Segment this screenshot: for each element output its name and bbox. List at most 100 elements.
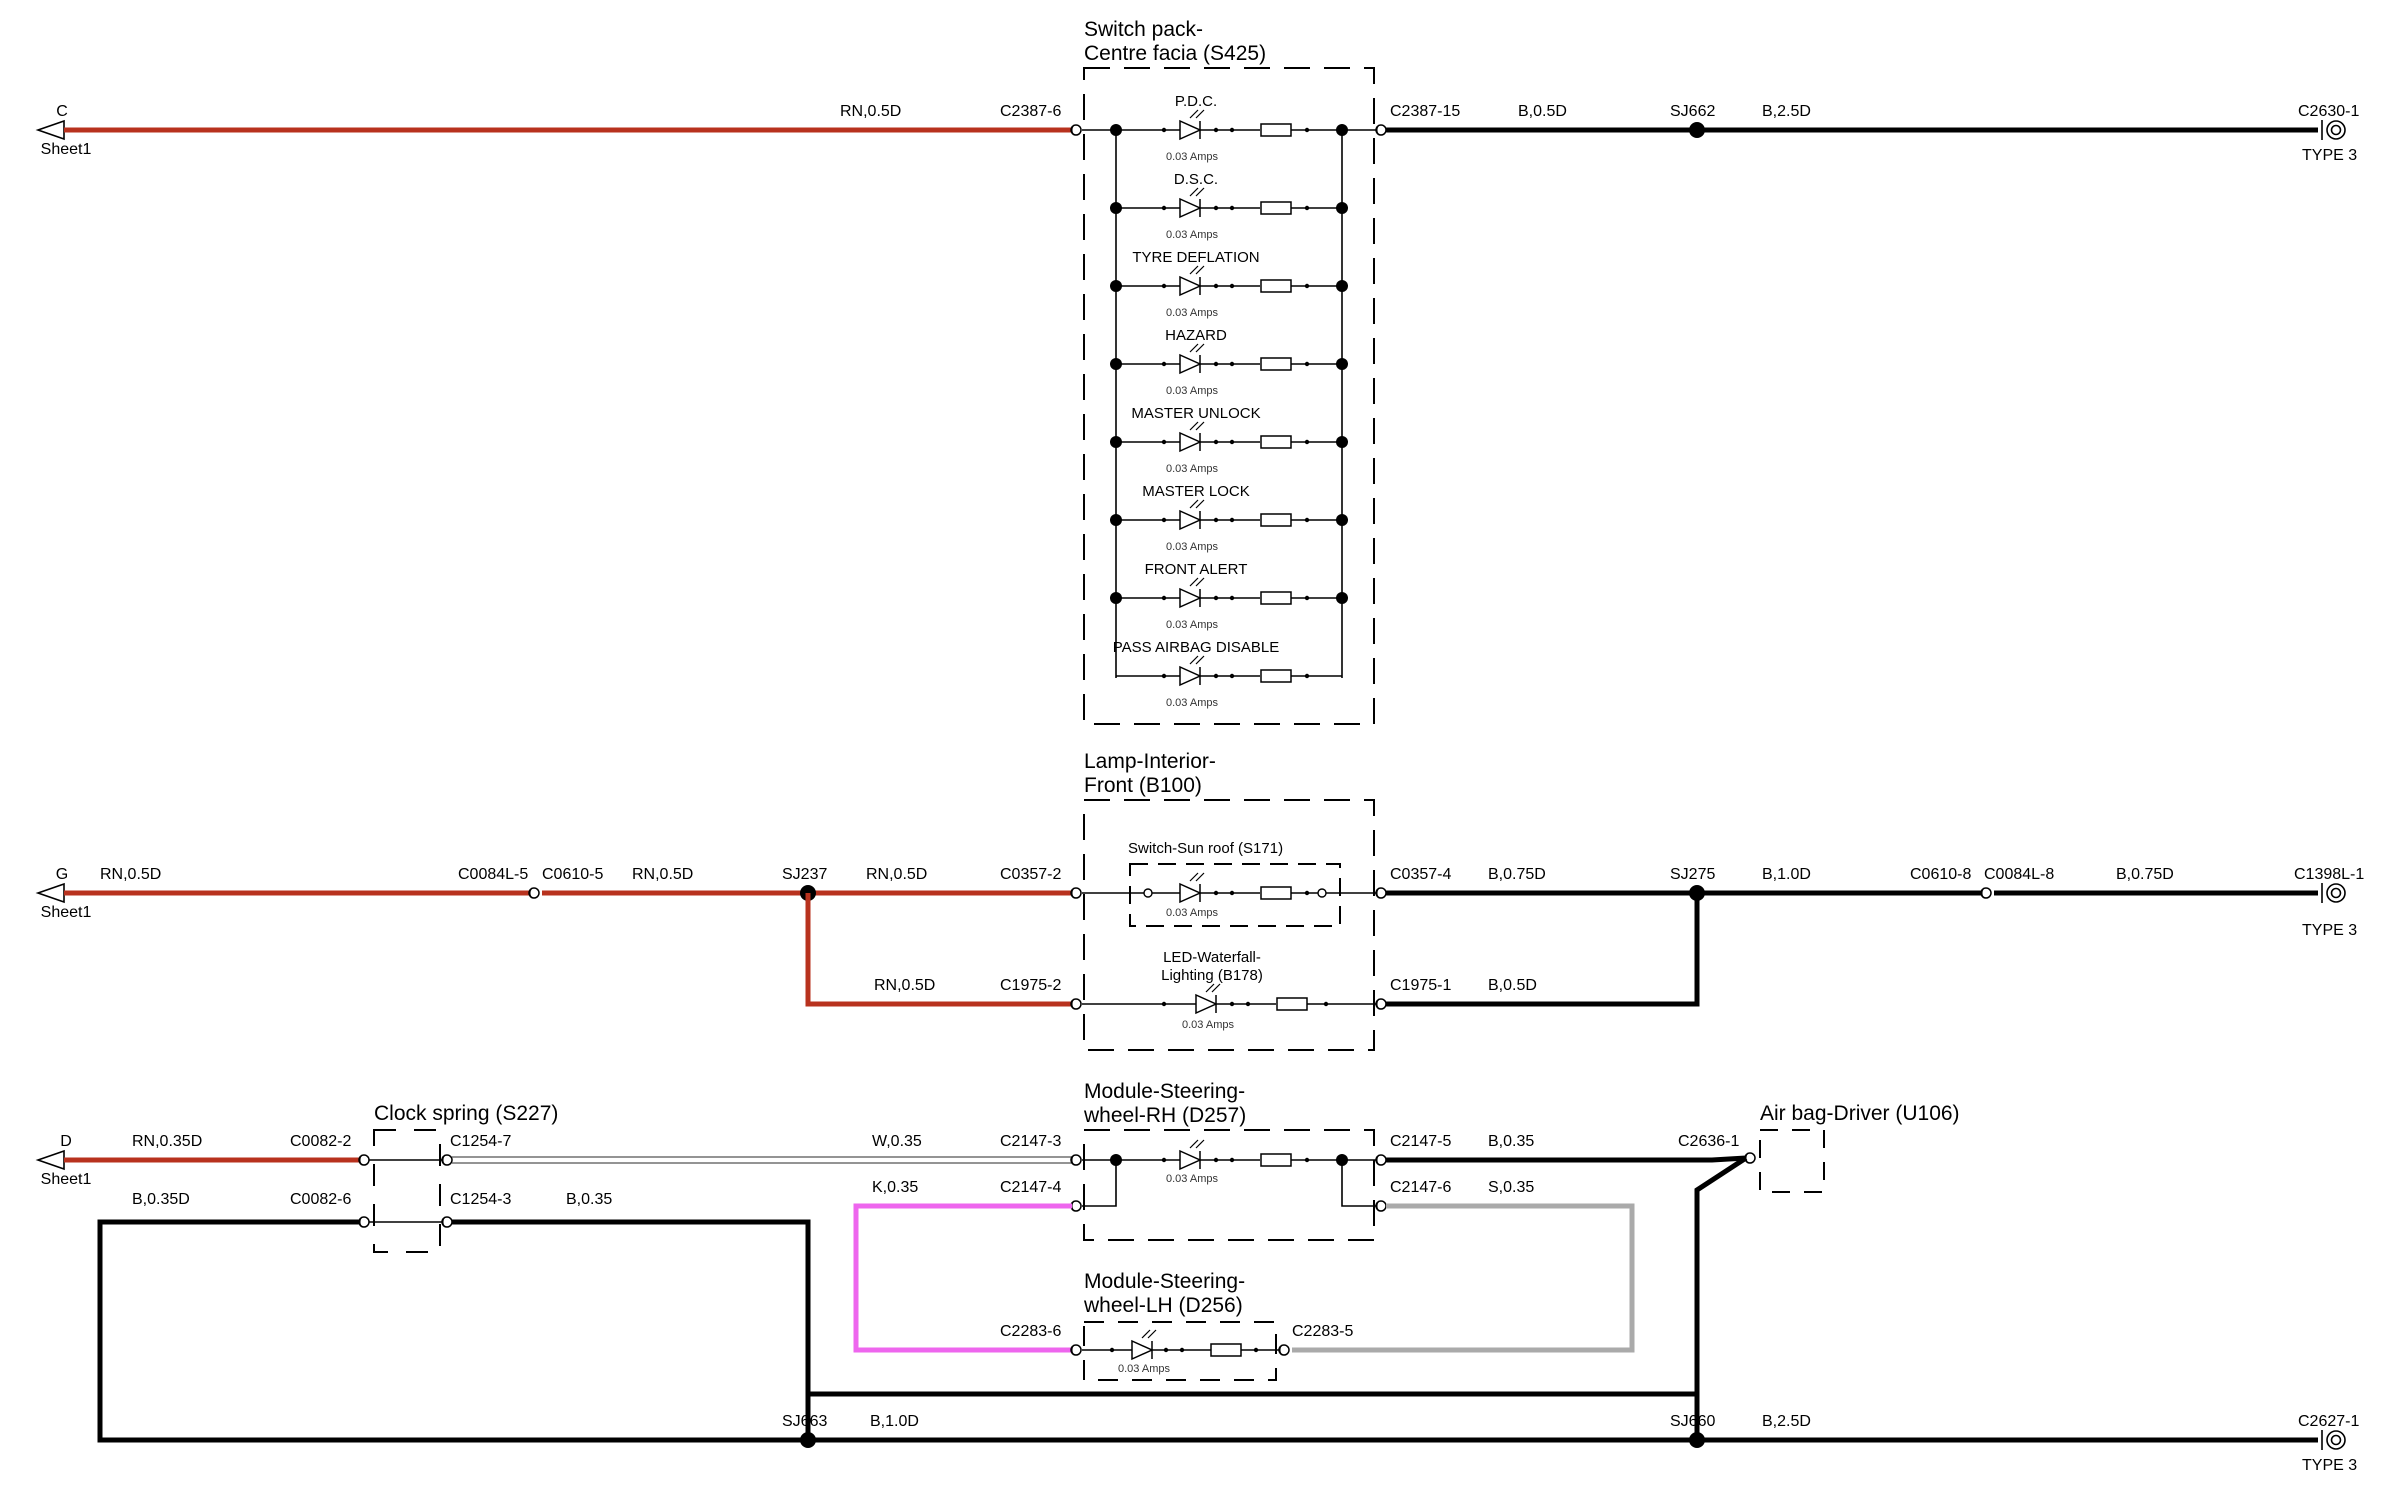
connector-pin-icon — [358, 1216, 370, 1228]
led-name: D.S.C. — [1174, 171, 1218, 188]
ground-type-label: TYPE 3 — [2302, 1457, 2357, 1474]
led-row: P.D.C.0.03 Amps — [1110, 93, 1348, 163]
ground-icon — [2321, 119, 2346, 141]
grey-wire — [1292, 1203, 1635, 1353]
lh-current: 0.03 Amps — [1118, 1363, 1170, 1375]
led-name: HAZARD — [1165, 327, 1227, 344]
led-icon — [1179, 343, 1205, 374]
pink-wire — [853, 1203, 1072, 1353]
resistor-icon — [1260, 591, 1292, 605]
junction-node — [1336, 592, 1348, 604]
wire-bottom2-label: B,2.5D — [1762, 1413, 1811, 1430]
ground-type-label: TYPE 3 — [2302, 147, 2357, 164]
splice-left-label: SJ237 — [782, 866, 827, 883]
inline2-right-label: C0084L-8 — [1984, 866, 2054, 883]
led-name: PASS AIRBAG DISABLE — [1113, 639, 1279, 656]
junction-node — [1110, 358, 1122, 370]
rh-module-title: Module-Steering- — [1084, 1080, 1245, 1103]
offpage-arrow-icon — [37, 883, 65, 903]
splice-left-label: SJ663 — [782, 1413, 827, 1430]
lamp-box — [1083, 799, 1375, 1051]
airbag-title: Air bag-Driver (U106) — [1760, 1102, 1960, 1125]
ground-wire-outer — [97, 1219, 2318, 1443]
led-current: 0.03 Amps — [1166, 697, 1218, 709]
led-icon — [1179, 187, 1205, 218]
led-icon — [1179, 421, 1205, 452]
resistor-icon — [1260, 669, 1292, 683]
led-icon — [1195, 983, 1221, 1014]
ground-icon — [2321, 882, 2346, 904]
switch-pack-title-2: Centre facia (S425) — [1084, 42, 1266, 65]
junction-node — [1110, 202, 1122, 214]
rh-module-box — [1083, 1129, 1375, 1241]
pink-wire-label: K,0.35 — [872, 1179, 918, 1196]
waterfall-return-label: B,0.5D — [1488, 977, 1537, 994]
c2283-5-label: C2283-5 — [1292, 1323, 1353, 1340]
ground-feed2-label: B,0.35 — [566, 1191, 612, 1208]
offpage-letter: G — [56, 866, 68, 883]
wire-6-label: B,0.75D — [2116, 866, 2174, 883]
resistor-icon — [1276, 997, 1308, 1011]
switch-pack-section: C Sheet1 RN,0.5D C2387-6 Switch pack- Ce… — [37, 18, 2359, 725]
led-icon — [1179, 265, 1205, 296]
lh-module-box — [1083, 1321, 1277, 1381]
resistor-icon — [1260, 357, 1292, 371]
connector-pin-icon — [1375, 1200, 1387, 1212]
junction-node — [1336, 514, 1348, 526]
offpage-arrow-icon — [37, 120, 65, 140]
led-icon — [1179, 655, 1205, 686]
connector-pin-icon — [1375, 998, 1387, 1010]
offpage-sheet: Sheet1 — [41, 904, 92, 921]
c2147-3-label: C2147-3 — [1000, 1133, 1061, 1150]
led-current: 0.03 Amps — [1166, 385, 1218, 397]
sunroof-switch-box — [1129, 863, 1341, 927]
junction-node — [1110, 592, 1122, 604]
led-current: 0.03 Amps — [1166, 541, 1218, 553]
rh-module-title-2: wheel-RH (D257) — [1083, 1104, 1246, 1127]
c1254-7-label: C1254-7 — [450, 1133, 511, 1150]
connector-pin-icon — [1278, 1344, 1290, 1356]
ground-label: C1398L-1 — [2294, 866, 2364, 883]
led-row: HAZARD 0.03 Amps — [1110, 327, 1348, 397]
c0082-6-label: C0082-6 — [290, 1191, 351, 1208]
led-icon — [1179, 1139, 1205, 1170]
offpage-letter: D — [60, 1133, 72, 1150]
ground-wire-inner — [452, 1155, 1748, 1397]
led-current: 0.03 Amps — [1166, 463, 1218, 475]
rh-return-wire — [1386, 1155, 1747, 1163]
splice-label: SJ662 — [1670, 103, 1715, 120]
rh-return-label: B,0.35 — [1488, 1133, 1534, 1150]
ground-type-label: TYPE 3 — [2302, 922, 2357, 939]
c2636-1-label: C2636-1 — [1678, 1133, 1739, 1150]
connector-pin-icon — [1070, 998, 1082, 1010]
connector-pin-icon — [441, 1154, 453, 1166]
led-name: P.D.C. — [1175, 93, 1217, 110]
wire-4-label: B,0.75D — [1488, 866, 1546, 883]
ground-label: C2630-1 — [2298, 103, 2359, 120]
led-name: MASTER UNLOCK — [1131, 405, 1260, 422]
connector-pin-icon — [1375, 124, 1387, 136]
led-row: MASTER UNLOCK 0.03 Amps — [1110, 405, 1348, 475]
resistor-icon — [1260, 1153, 1292, 1167]
ground-label: C2627-1 — [2298, 1413, 2359, 1430]
connector-pin-icon — [1375, 1154, 1387, 1166]
resistor-icon — [1260, 201, 1292, 215]
led-name: TYRE DEFLATION — [1132, 249, 1259, 266]
junction-node — [1336, 202, 1348, 214]
switch-pack-box — [1083, 67, 1375, 725]
junction-node — [1336, 124, 1348, 136]
c2147-5-label: C2147-5 — [1390, 1133, 1451, 1150]
sunroof-switch-label: Switch-Sun roof (S171) — [1128, 840, 1283, 857]
led-icon — [1179, 872, 1205, 903]
c2147-4-label: C2147-4 — [1000, 1179, 1061, 1196]
clock-spring-box — [373, 1129, 441, 1253]
clock-spring-title: Clock spring (S227) — [374, 1102, 558, 1125]
led-row: D.S.C.0.03 Amps — [1110, 171, 1348, 241]
offpage-letter: C — [56, 103, 68, 120]
junction-node — [1336, 280, 1348, 292]
connector-pin-icon — [358, 1154, 370, 1166]
led-name: FRONT ALERT — [1145, 561, 1248, 578]
